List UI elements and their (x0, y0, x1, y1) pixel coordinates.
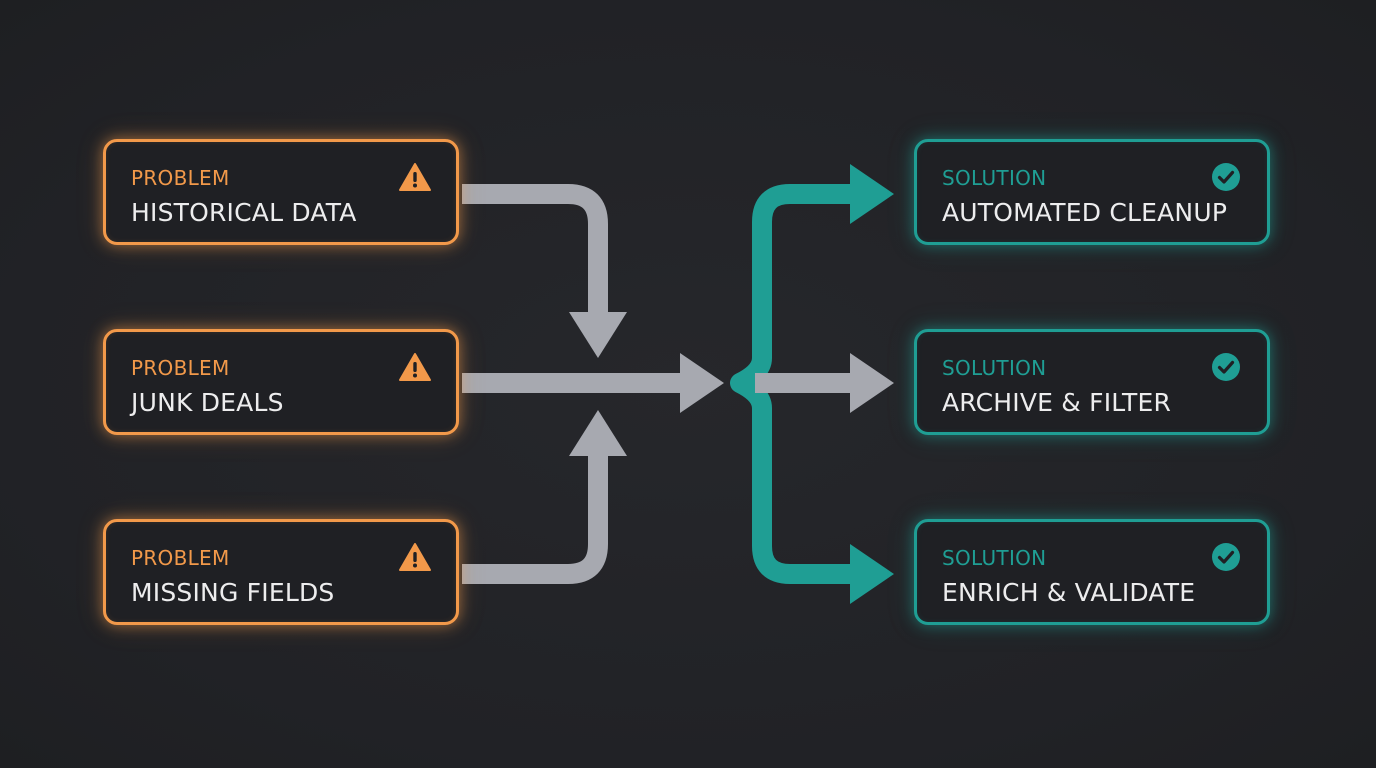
solution-kicker: SOLUTION (942, 166, 1047, 190)
solution-kicker: SOLUTION (942, 356, 1047, 380)
solution-card-enrich-validate: SOLUTION ENRICH & VALIDATE (914, 519, 1270, 625)
arrowhead-solution-1 (850, 164, 894, 224)
solution-title: AUTOMATED CLEANUP (942, 198, 1228, 227)
warning-icon (399, 543, 431, 571)
problem-kicker: PROBLEM (131, 166, 230, 190)
solution-card-automated-cleanup: SOLUTION AUTOMATED CLEANUP (914, 139, 1270, 245)
problem-kicker: PROBLEM (131, 546, 230, 570)
solution-kicker: SOLUTION (942, 546, 1047, 570)
arrowhead-up (569, 410, 627, 456)
arrowhead-down (569, 312, 627, 358)
problem-card-junk-deals: PROBLEM JUNK DEALS (103, 329, 459, 435)
check-circle-icon (1212, 543, 1240, 571)
connector-problem-1 (462, 184, 608, 316)
arrowhead-solution-2 (850, 353, 894, 413)
connector-problem-3 (462, 452, 608, 584)
problem-title: HISTORICAL DATA (131, 198, 357, 227)
solution-bracket (730, 184, 856, 584)
check-circle-icon (1212, 353, 1240, 381)
warning-icon (399, 353, 431, 381)
problem-card-missing-fields: PROBLEM MISSING FIELDS (103, 519, 459, 625)
problem-kicker: PROBLEM (131, 356, 230, 380)
arrowhead-right-merge (680, 353, 724, 413)
arrowhead-solution-3 (850, 544, 894, 604)
problem-title: MISSING FIELDS (131, 578, 335, 607)
warning-icon (399, 163, 431, 191)
solution-title: ENRICH & VALIDATE (942, 578, 1196, 607)
problem-card-historical-data: PROBLEM HISTORICAL DATA (103, 139, 459, 245)
solution-title: ARCHIVE & FILTER (942, 388, 1172, 417)
problem-title: JUNK DEALS (131, 388, 284, 417)
solution-card-archive-filter: SOLUTION ARCHIVE & FILTER (914, 329, 1270, 435)
check-circle-icon (1212, 163, 1240, 191)
